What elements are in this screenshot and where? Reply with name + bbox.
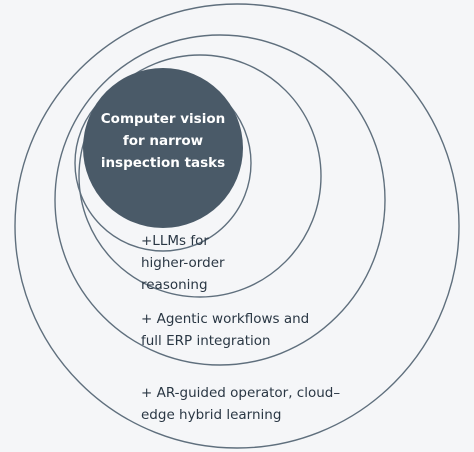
ring-1-label: +LLMs for higher-order reasoning bbox=[141, 233, 225, 293]
core-circle bbox=[83, 68, 243, 228]
outer-ring bbox=[14, 3, 460, 449]
core-label: Computer vision for narrow inspection ta… bbox=[100, 111, 226, 171]
ring-2-label: + Agentic workflows and full ERP integra… bbox=[141, 311, 310, 349]
ring-3-label: + AR-guided operator, cloud– edge hybrid… bbox=[141, 385, 341, 423]
second-ring bbox=[78, 54, 322, 298]
third-ring bbox=[54, 34, 386, 366]
